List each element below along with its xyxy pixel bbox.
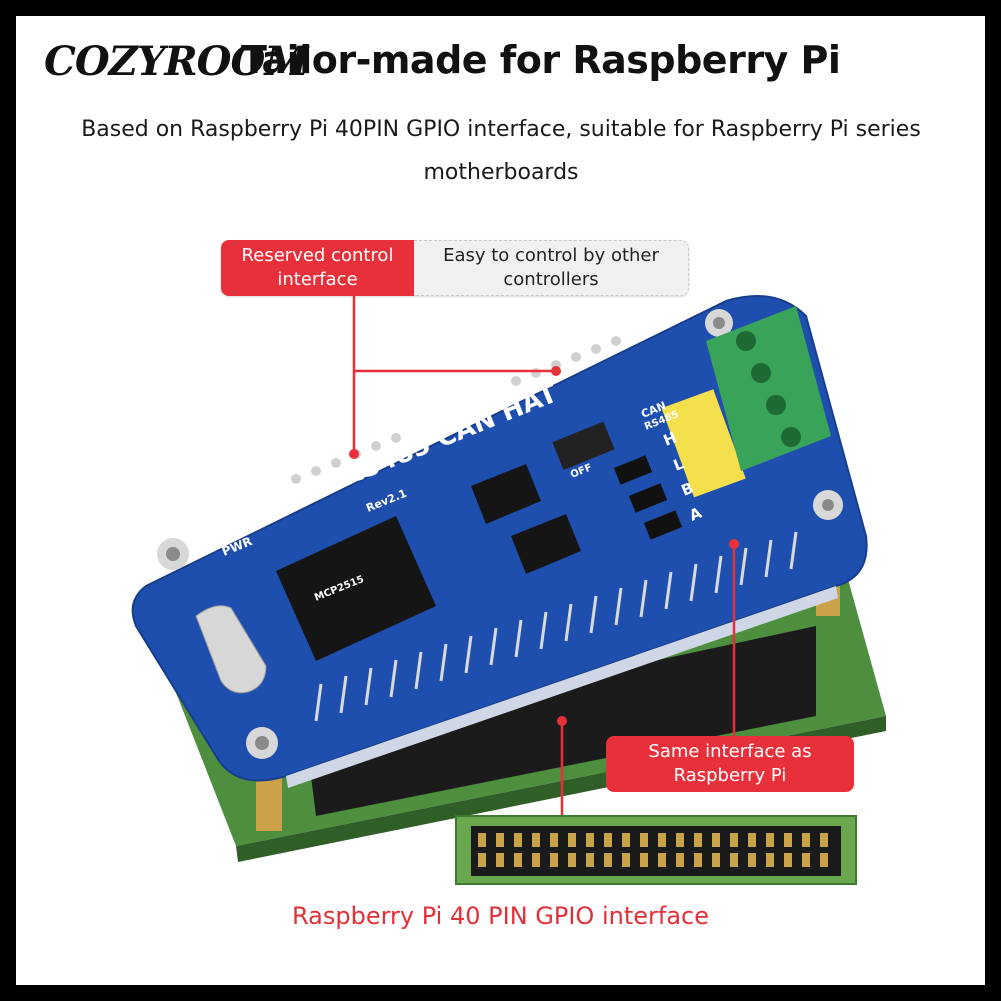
gpio-pin xyxy=(658,833,666,847)
transceiver-chip xyxy=(471,464,541,524)
gpio-pin xyxy=(514,833,522,847)
gpio-interface-zoom xyxy=(455,815,857,885)
gpio-pin xyxy=(532,853,540,867)
gpio-pin xyxy=(766,853,774,867)
dip-switch xyxy=(552,421,615,471)
gpio-pin xyxy=(496,853,504,867)
gpio-pin xyxy=(622,853,630,867)
same-interface-label: Same interface as Raspberry Pi xyxy=(606,736,854,792)
mounting-hole xyxy=(705,309,733,337)
gpio-pin xyxy=(802,833,810,847)
subtitle: Based on Raspberry Pi 40PIN GPIO interfa… xyxy=(81,117,921,185)
diode xyxy=(628,483,668,513)
gpio-pin xyxy=(568,853,576,867)
gpio-pin xyxy=(604,833,612,847)
diode xyxy=(643,510,683,540)
gpio-pin xyxy=(730,853,738,867)
standoff xyxy=(256,776,282,831)
gpio-pin xyxy=(784,853,792,867)
gpio-pin xyxy=(658,853,666,867)
crystal-oscillator xyxy=(195,605,267,694)
mounting-hole xyxy=(246,727,278,759)
screw-terminal-block xyxy=(706,306,831,471)
brand-logo: COZYROOM xyxy=(44,38,309,85)
gpio-pin xyxy=(532,833,540,847)
gpio-pin xyxy=(802,853,810,867)
gpio-pin xyxy=(478,833,486,847)
top-callout: Reserved control interface Easy to contr… xyxy=(221,240,689,296)
gpio-pin xyxy=(640,833,648,847)
gpio-pin xyxy=(784,833,792,847)
h-label: H xyxy=(661,428,679,449)
board-illustration: RS485 CAN HAT Rev2.1 PWR MCP2515 CAN RS4… xyxy=(131,295,886,885)
reserved-control-label: Reserved control interface xyxy=(221,240,414,296)
gpio-pin xyxy=(586,853,594,867)
gpio-pin xyxy=(622,833,630,847)
gpio-pin xyxy=(676,833,684,847)
gpio-pin xyxy=(568,833,576,847)
gpio-pin xyxy=(478,853,486,867)
callout-dots xyxy=(349,366,739,726)
gpio-pin xyxy=(550,833,558,847)
mounting-hole xyxy=(813,490,843,520)
callout-lines xyxy=(352,296,736,816)
gpio-pin xyxy=(748,833,756,847)
gpio-pin xyxy=(730,833,738,847)
gpio-caption: Raspberry Pi 40 PIN GPIO interface xyxy=(292,902,709,930)
gpio-pin xyxy=(694,833,702,847)
gpio-pin xyxy=(712,833,720,847)
gpio-pin xyxy=(496,833,504,847)
gpio-pin xyxy=(640,853,648,867)
gpio-pin xyxy=(820,833,828,847)
gpio-pin xyxy=(712,853,720,867)
headline: Tailor-made for Raspberry Pi xyxy=(241,38,841,82)
gpio-pin xyxy=(586,833,594,847)
hat-gpio-pins xyxy=(314,531,798,722)
transceiver-chip xyxy=(511,514,581,574)
yellow-pin-header xyxy=(661,389,746,498)
gpio-pin xyxy=(748,853,756,867)
gpio-pin xyxy=(550,853,558,867)
product-image-frame: RS485 CAN HAT Rev2.1 PWR MCP2515 CAN RS4… xyxy=(16,16,985,985)
gpio-pin xyxy=(694,853,702,867)
gpio-pin xyxy=(676,853,684,867)
gpio-pin xyxy=(604,853,612,867)
gpio-pin xyxy=(514,853,522,867)
easy-control-label: Easy to control by other controllers xyxy=(414,240,689,296)
mounting-hole xyxy=(157,538,189,570)
gpio-pin xyxy=(820,853,828,867)
gpio-pin xyxy=(766,833,774,847)
mcp2515-chip xyxy=(276,516,436,661)
diode xyxy=(613,455,653,485)
